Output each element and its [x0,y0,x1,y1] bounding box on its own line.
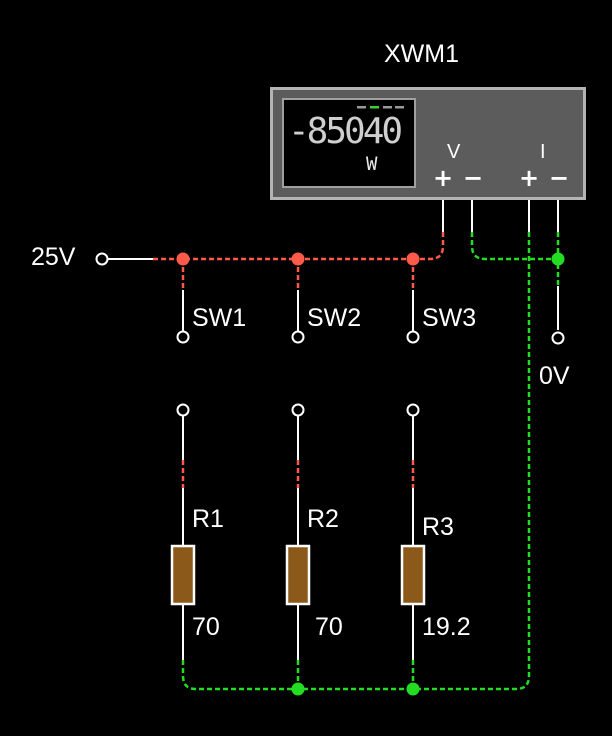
resistor-r1-label: R1 [192,505,224,533]
switch-sw2-contact-bottom[interactable] [291,403,305,417]
switch-sw3-contact-top[interactable] [406,330,420,344]
display-indicator-icon [357,106,404,109]
junction-node-meter-negative [551,252,565,266]
i-plus-sign: + [519,164,540,192]
switch-sw1-label: SW1 [192,304,247,332]
switch-sw2-label: SW2 [307,304,362,332]
switch-sw1-contact-top[interactable] [176,330,190,344]
ground-terminal[interactable] [551,331,565,345]
resistor-r2-value: 70 [315,613,343,641]
negative-bus-wire [181,660,413,691]
v-minus-net-wire [470,232,558,261]
resistor-r1[interactable] [170,544,196,606]
switch-sw3-contact-bottom[interactable] [406,403,420,417]
junction-node-positive-2 [291,252,305,266]
source-voltage-label: 25V [31,243,76,271]
junction-node-negative-2 [406,682,420,696]
resistor-r3[interactable] [400,544,426,606]
wattmeter-name-label: XWM1 [384,40,459,68]
v-plus-sign: + [433,164,454,192]
resistor-r3-value: 19.2 [422,613,471,641]
wattmeter-unit: W [366,153,378,175]
switch-sw3-label: SW3 [422,304,477,332]
resistor-r2-label: R2 [307,505,339,533]
wattmeter-display [282,98,416,188]
ground-label: 0V [539,362,570,390]
i-plus-return-wire [413,232,531,691]
voltage-terminal-label: V [447,141,461,163]
switch-sw1-contact-bottom[interactable] [176,403,190,417]
resistor-r3-label: R3 [422,513,454,541]
v-minus-sign: − [463,164,484,192]
wattmeter-reading: -85040 [288,111,403,152]
resistor-r2[interactable] [285,544,311,606]
switch-sw2-contact-top[interactable] [291,330,305,344]
resistor-r1-value: 70 [192,613,220,641]
source-terminal[interactable] [95,252,109,266]
v-plus-net-wire [413,232,445,261]
i-minus-sign: − [549,164,570,192]
current-terminal-label: I [540,141,546,163]
junction-node-positive-1 [176,252,190,266]
junction-node-positive-3 [406,252,420,266]
junction-node-negative-1 [291,682,305,696]
